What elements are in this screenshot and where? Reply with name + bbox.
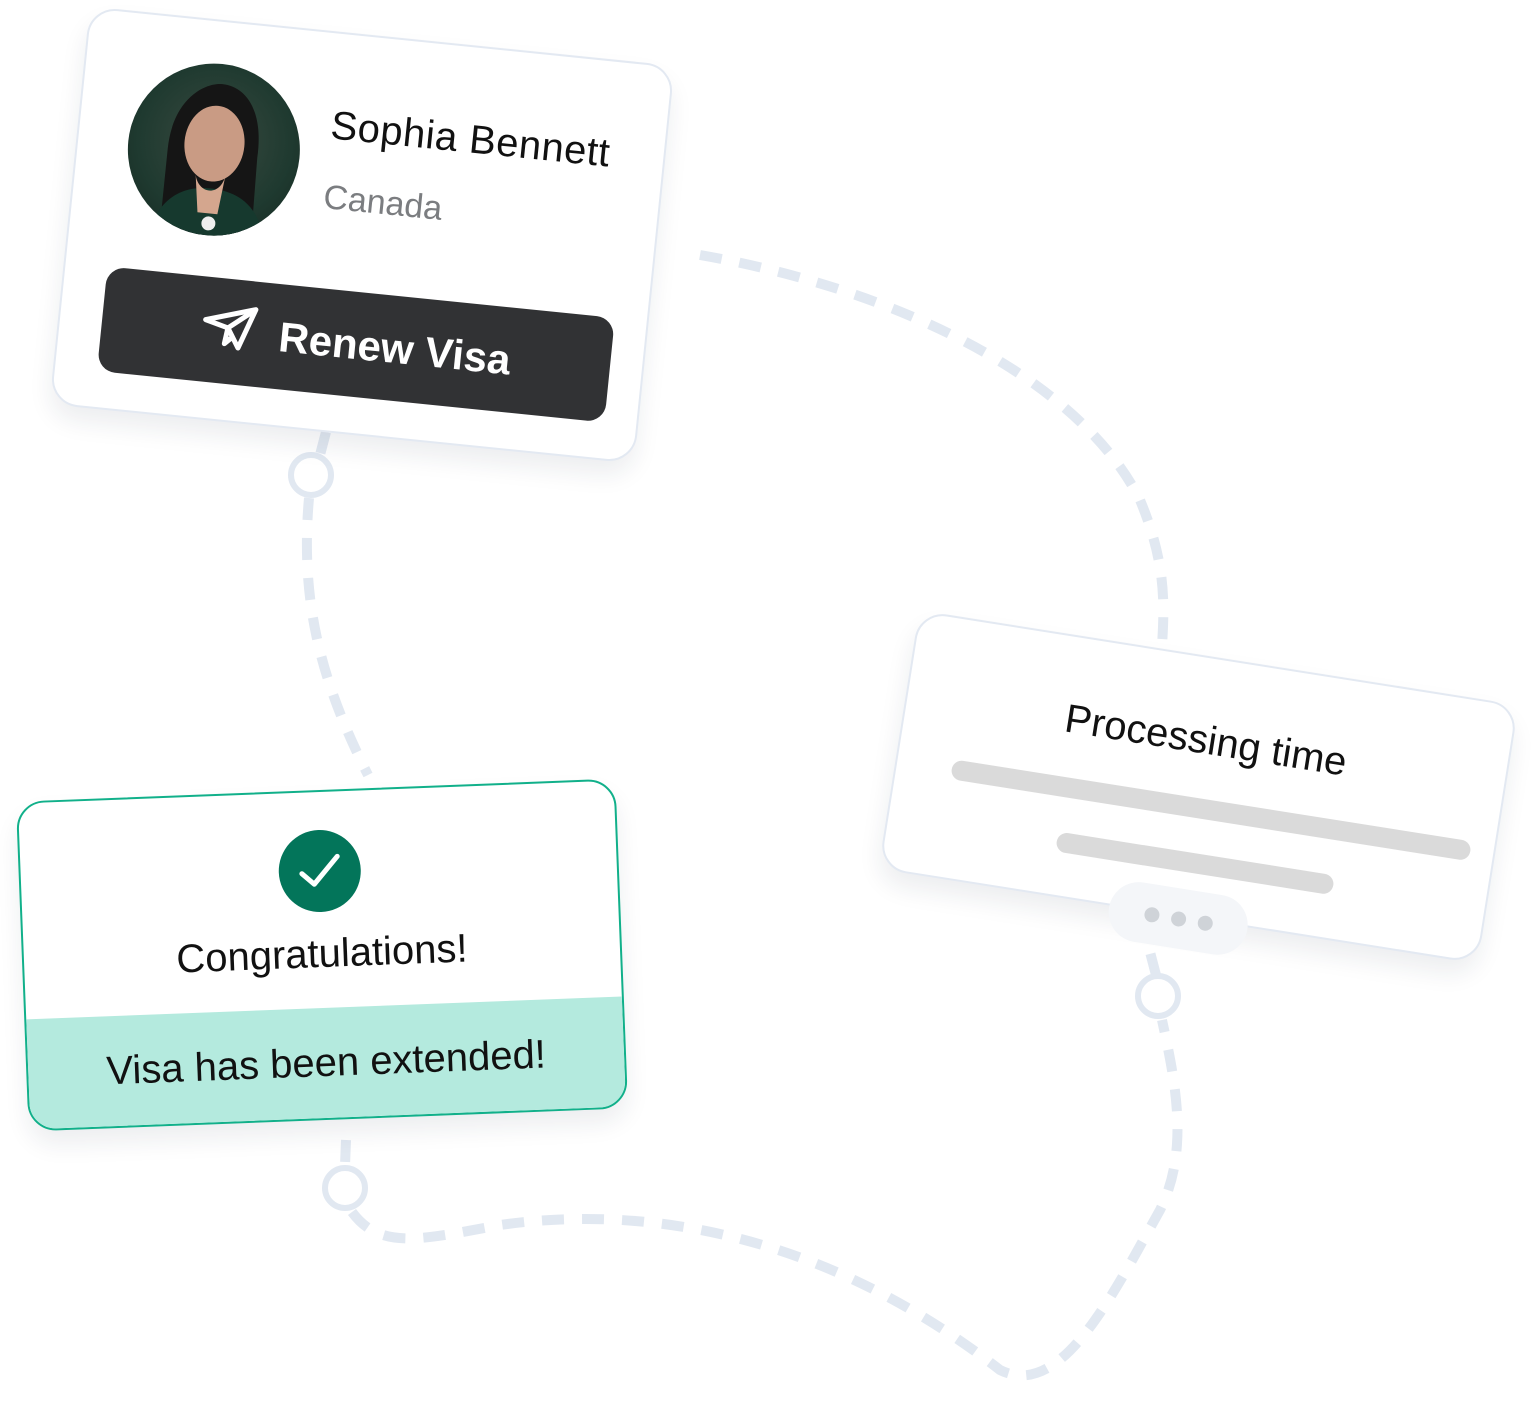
connector-node bbox=[288, 452, 334, 498]
paper-plane-icon bbox=[199, 301, 260, 362]
success-card: Congratulations! Visa has been extended! bbox=[15, 778, 629, 1132]
skeleton-line bbox=[1055, 831, 1335, 896]
connector-node bbox=[322, 1165, 368, 1211]
check-circle-icon bbox=[277, 828, 363, 914]
applicant-country: Canada bbox=[321, 178, 445, 228]
success-title: Congratulations! bbox=[175, 926, 469, 982]
renew-visa-label: Renew Visa bbox=[276, 312, 513, 384]
applicant-name: Sophia Bennett bbox=[328, 103, 613, 176]
applicant-card: Sophia Bennett Canada Renew Visa bbox=[49, 6, 675, 464]
connector-node bbox=[1135, 973, 1181, 1019]
avatar bbox=[119, 55, 309, 244]
processing-title: Processing time bbox=[1061, 696, 1350, 785]
success-message: Visa has been extended! bbox=[105, 1031, 547, 1093]
success-message-band: Visa has been extended! bbox=[26, 996, 627, 1130]
renew-visa-button[interactable]: Renew Visa bbox=[96, 266, 615, 423]
